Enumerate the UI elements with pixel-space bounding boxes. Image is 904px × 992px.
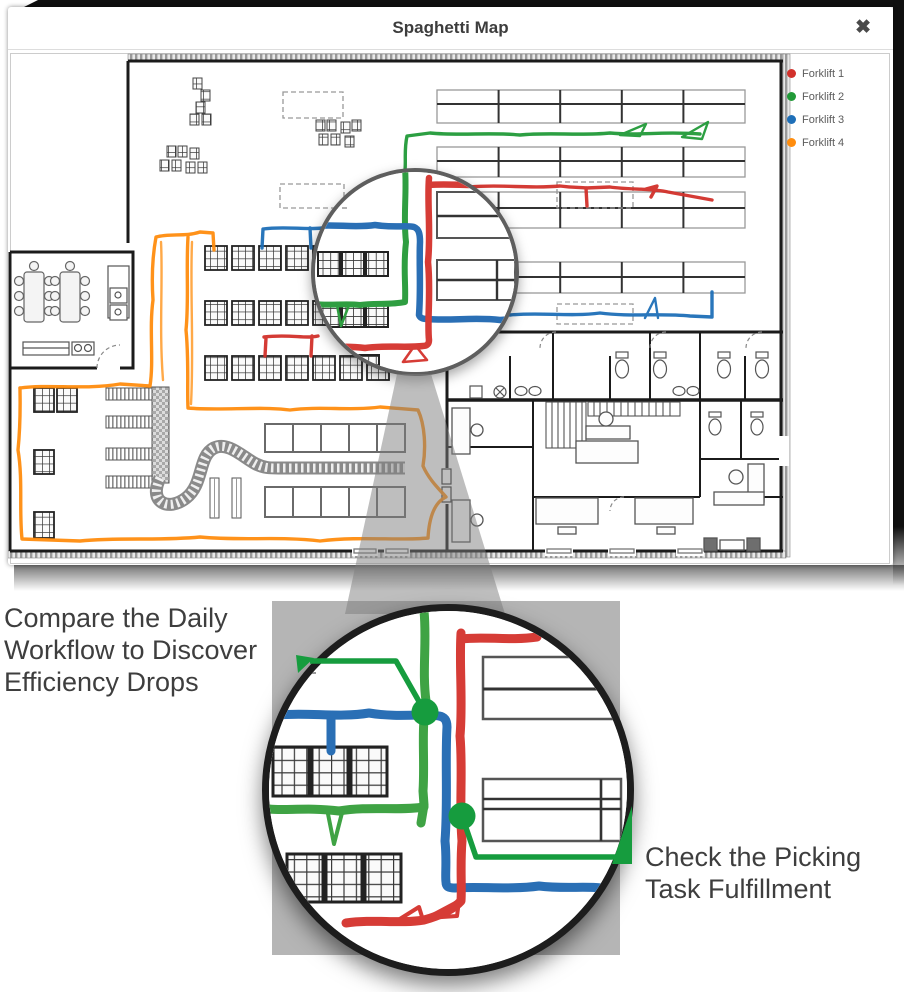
legend-item-forklift-1[interactable]: Forklift 1 [787,62,844,85]
annotation-workflow: Compare the Daily Workflow to Discover E… [4,603,258,697]
dialog-header: Spaghetti Map ✖ [8,7,893,50]
legend-item-forklift-4[interactable]: Forklift 4 [787,131,844,154]
map-magnifier-circle [311,168,519,376]
legend-item-forklift-2[interactable]: Forklift 2 [787,85,844,108]
conference-room [10,250,135,370]
scattered-boxes [159,77,362,174]
stairs [545,401,681,449]
legend-dot-red [787,69,796,78]
forklift-2-path [403,120,710,172]
backdrop-right-strip [893,0,904,585]
legend-dot-green [787,92,796,101]
annotation-picking: Check the Picking Task Fulfillment [645,842,862,904]
detail-zoom-circle [262,604,634,976]
legend-dot-blue [787,115,796,124]
legend: Forklift 1 Forklift 2 Forklift 3 Forklif… [787,62,844,154]
map-area: Forklift 1 Forklift 2 Forklift 3 Forklif… [8,49,893,565]
close-icon[interactable]: ✖ [855,17,871,38]
forklift-3-path-zoomed [272,708,606,893]
spaghetti-map-dialog: Spaghetti Map ✖ [8,7,893,565]
dialog-title: Spaghetti Map [392,18,509,37]
legend-dot-orange [787,138,796,147]
backdrop-top-strip [24,0,904,7]
modal-drop-shadow [14,565,904,591]
legend-item-forklift-3[interactable]: Forklift 3 [787,108,844,131]
